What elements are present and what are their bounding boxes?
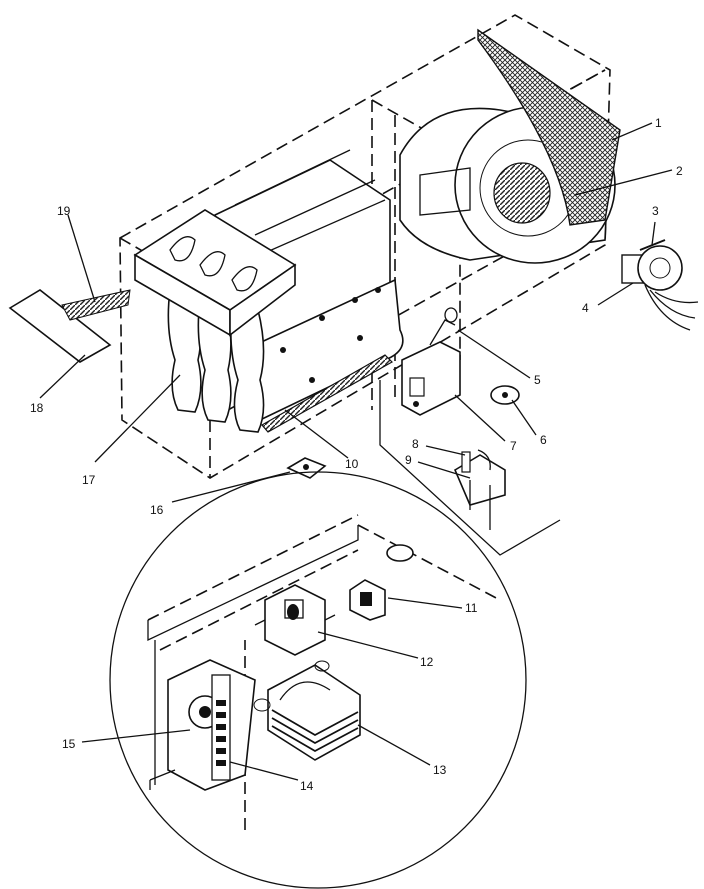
callout-9: 9	[405, 453, 412, 467]
leader-lines	[39, 122, 673, 781]
callout-6: 6	[540, 433, 547, 447]
air-filter	[8, 289, 131, 363]
transformer	[253, 660, 361, 761]
callout-17: 17	[82, 473, 96, 487]
gas-valve	[401, 307, 461, 416]
control-relay	[254, 584, 336, 656]
callout-18: 18	[30, 401, 44, 415]
callout-19: 19	[57, 204, 71, 218]
collector-box	[133, 209, 297, 337]
fan-relay	[349, 579, 386, 621]
time-delay-control	[149, 659, 256, 791]
ignitor-assembly	[379, 380, 561, 556]
callout-15: 15	[62, 737, 76, 751]
callout-7: 7	[510, 439, 517, 453]
callout-labels: 1 2 3 4 5 6 7 8 9 10 11 12 13 14 15 16 1…	[30, 116, 683, 793]
limit-switch	[286, 457, 327, 479]
callout-1: 1	[655, 116, 662, 130]
callout-14: 14	[300, 779, 314, 793]
callout-10: 10	[345, 457, 359, 471]
blower-motor	[621, 239, 699, 331]
callout-5: 5	[534, 373, 541, 387]
blower-assembly	[399, 28, 621, 264]
callout-16: 16	[150, 503, 164, 517]
callout-4: 4	[582, 301, 589, 315]
callout-12: 12	[420, 655, 434, 669]
callout-11: 11	[465, 601, 478, 615]
callout-2: 2	[676, 164, 683, 178]
callout-8: 8	[412, 437, 419, 451]
callout-3: 3	[652, 204, 659, 218]
orifice	[490, 385, 520, 405]
callout-13: 13	[433, 763, 447, 777]
burner	[261, 354, 393, 433]
